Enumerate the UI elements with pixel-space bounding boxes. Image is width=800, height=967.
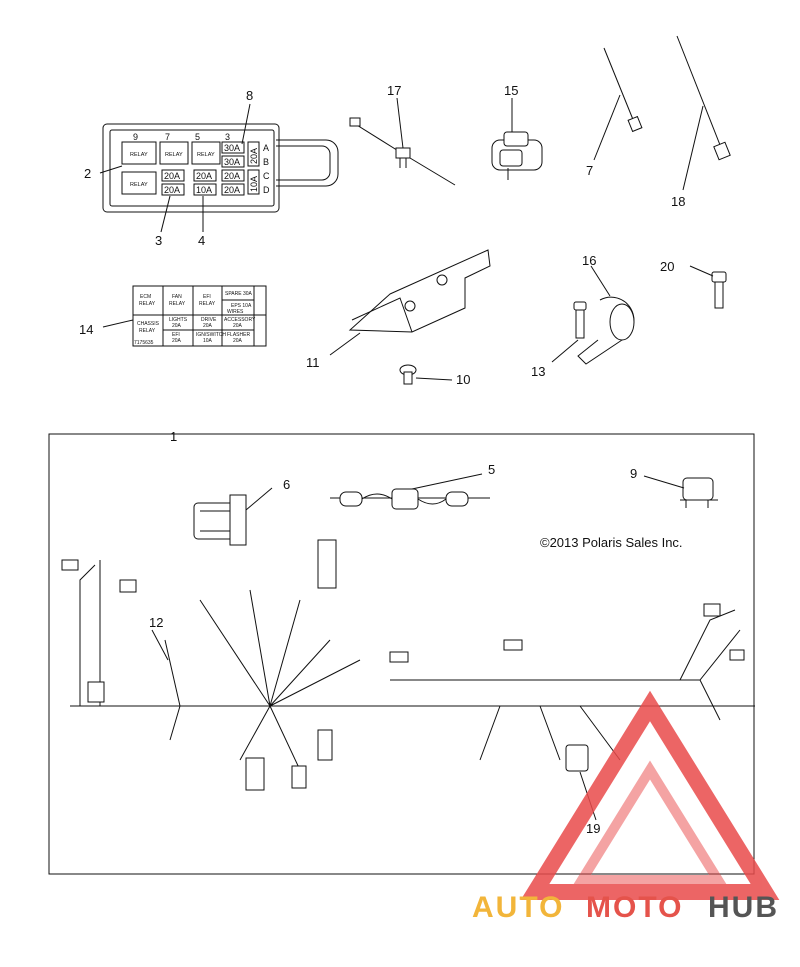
relay-label: RELAY: [130, 152, 148, 158]
connector-part-15: [491, 98, 543, 180]
fusebox-side-label: B: [263, 157, 269, 167]
svg-text:CHASSIS: CHASSIS: [137, 321, 160, 327]
svg-text:20A: 20A: [233, 323, 243, 329]
svg-text:20A: 20A: [233, 338, 243, 344]
watermark-auto: AUTO: [472, 891, 564, 924]
svg-text:LIGHTS: LIGHTS: [169, 317, 188, 323]
fuse-label: 20A: [224, 171, 240, 181]
fusebox-top-label: 9: [133, 132, 138, 142]
svg-text:WIRES: WIRES: [227, 309, 244, 315]
callout-5: 5: [488, 462, 495, 477]
callout-9: 9: [630, 466, 637, 481]
harness-frame: [48, 433, 755, 875]
svg-text:DRIVE: DRIVE: [201, 317, 217, 323]
svg-text:ECM: ECM: [140, 294, 151, 300]
svg-text:10A: 10A: [203, 338, 213, 344]
svg-text:ACCESSORY: ACCESSORY: [224, 317, 256, 323]
bolt-part-13: [551, 301, 587, 363]
svg-text:RELAY: RELAY: [139, 301, 156, 307]
callout-3: 3: [155, 233, 162, 248]
callout-12: 12: [149, 615, 163, 630]
fuse-label: 30A: [224, 143, 240, 153]
fusebox-top-label: 5: [195, 132, 200, 142]
fusebox-top-label: 3: [225, 132, 230, 142]
fuse-label: 20A: [196, 171, 212, 181]
callouts: 1 2 3 4 5 6 7 8 9 10 11 12 13 14 15 16 1…: [79, 83, 685, 836]
svg-text:RELAY: RELAY: [199, 301, 216, 307]
svg-text:FAN: FAN: [172, 294, 182, 300]
fusebox-top-label: 7: [165, 132, 170, 142]
fuse-box: 9 7 5 3 RELAY RELAY RELAY RELAY 30A 30A …: [99, 103, 339, 233]
svg-text:20A: 20A: [203, 323, 213, 329]
svg-text:SPARE 30A: SPARE 30A: [225, 291, 253, 297]
callout-18: 18: [671, 194, 685, 209]
wiring-harness: [61, 539, 755, 821]
callout-11: 11: [306, 355, 320, 370]
callout-13: 13: [531, 364, 545, 379]
fusebox-side-label: D: [263, 185, 270, 195]
relay-part-9: [643, 475, 718, 508]
svg-text:EFI: EFI: [172, 332, 180, 338]
callout-15: 15: [504, 83, 518, 98]
svg-text:FLASHER: FLASHER: [227, 332, 250, 338]
svg-text:20A: 20A: [172, 338, 182, 344]
p-clamp: [577, 265, 635, 365]
svg-text:EFI: EFI: [203, 294, 211, 300]
svg-text:EPS 10A: EPS 10A: [231, 303, 252, 309]
svg-text:RELAY: RELAY: [139, 328, 156, 334]
callout-1: 1: [170, 429, 177, 444]
callout-14: 14: [79, 322, 93, 337]
fuse-label: 20A: [224, 185, 240, 195]
fuse-label: 20A: [164, 185, 180, 195]
callout-6: 6: [283, 477, 290, 492]
fusebox-side-label: A: [263, 143, 269, 153]
watermark-logo: [520, 690, 780, 900]
bolt-part-20: [689, 265, 727, 309]
callout-17: 17: [387, 83, 401, 98]
fuse-label: 30A: [224, 157, 240, 167]
side-fuse-label: 20A: [249, 148, 259, 164]
callout-4: 4: [198, 233, 205, 248]
callout-7: 7: [586, 163, 593, 178]
svg-text:20A: 20A: [172, 323, 182, 329]
callout-2: 2: [84, 166, 91, 181]
label-card-part-number: 7175635: [134, 340, 154, 346]
relay-label: RELAY: [197, 152, 215, 158]
relay-label: RELAY: [165, 152, 183, 158]
cable-tie-small: [593, 47, 643, 161]
fusebox-side-label: C: [263, 171, 270, 181]
mounting-bracket: [329, 249, 491, 356]
fuse-label: 20A: [164, 171, 180, 181]
cable-tie-large: [676, 35, 731, 191]
copyright-text: ©2013 Polaris Sales Inc.: [540, 535, 683, 550]
callout-8: 8: [246, 88, 253, 103]
callout-19: 19: [586, 821, 600, 836]
svg-text:IGN/SWITCH: IGN/SWITCH: [196, 332, 226, 338]
inline-fuse-holder: [330, 473, 490, 510]
fuse-label: 10A: [196, 185, 212, 195]
callout-20: 20: [660, 259, 674, 274]
side-fuse-label: 10A: [249, 176, 259, 192]
callout-16: 16: [582, 253, 596, 268]
push-rivet: [399, 364, 453, 385]
callout-10: 10: [456, 372, 470, 387]
watermark-hub: HUB: [708, 891, 779, 924]
connector-part-6: [193, 487, 273, 546]
relay-label: RELAY: [130, 182, 148, 188]
push-mount-cable-tie: [349, 97, 456, 186]
svg-text:RELAY: RELAY: [169, 301, 186, 307]
watermark-moto: MOTO: [586, 891, 683, 924]
